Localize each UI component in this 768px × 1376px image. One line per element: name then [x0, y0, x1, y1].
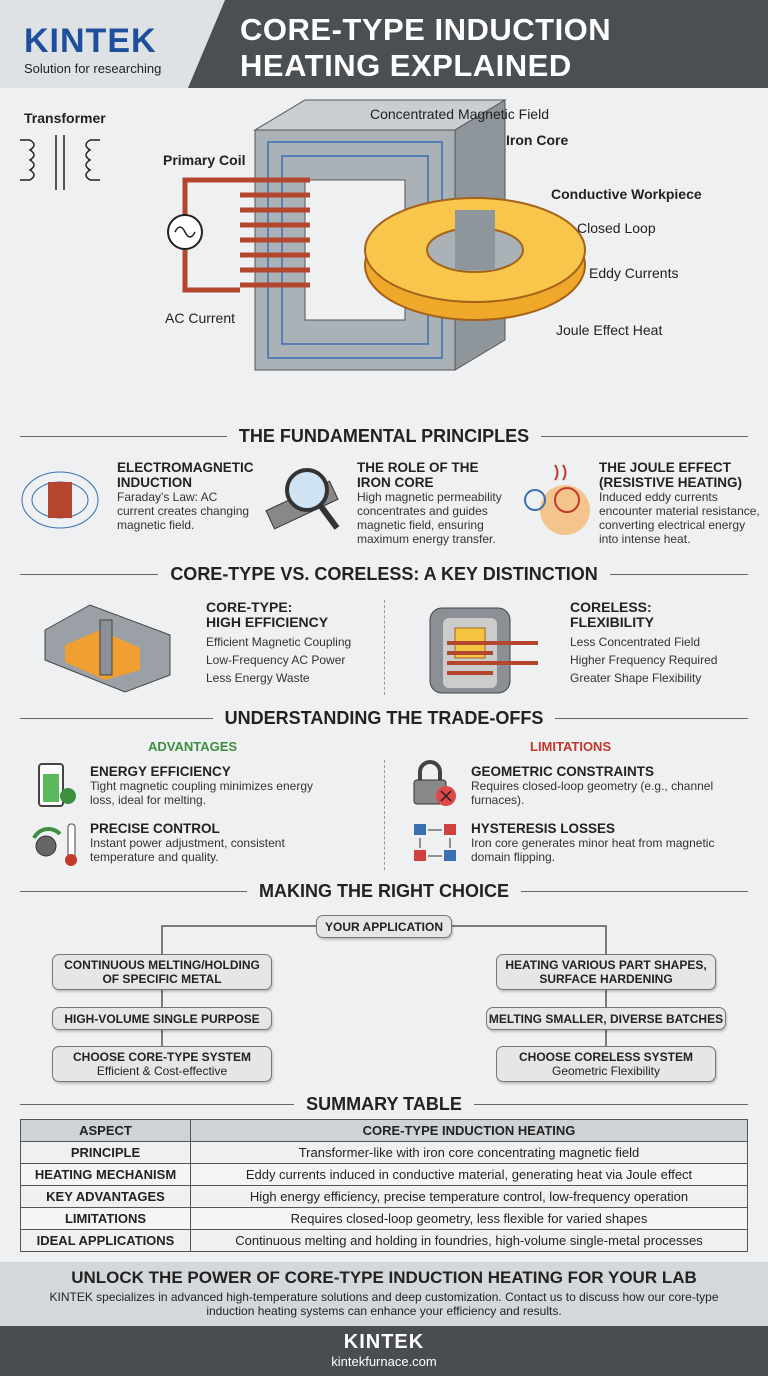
cta-band: UNLOCK THE POWER OF CORE-TYPE INDUCTION … — [0, 1262, 768, 1326]
footer-url[interactable]: kintekfurnace.com — [331, 1354, 437, 1369]
label-workpiece: Conductive Workpiece — [551, 186, 702, 202]
section-tradeoffs: UNDERSTANDING THE TRADE-OFFS — [0, 708, 768, 729]
coreless-furnace-icon — [429, 607, 538, 694]
flow-left-2: HIGH-VOLUME SINGLE PURPOSE — [52, 1007, 272, 1030]
flow-root: YOUR APPLICATION — [316, 915, 452, 938]
magnifier-icon — [265, 468, 340, 530]
core-type-furnace-icon — [44, 604, 171, 693]
magnetic-domain-icon — [414, 824, 456, 861]
core-type-card: CORE-TYPE:HIGH EFFICIENCY Efficient Magn… — [206, 599, 352, 686]
footer-logo: KINTEK — [343, 1331, 425, 1353]
lock-icon — [413, 760, 456, 806]
dial-thermometer-icon — [32, 823, 77, 866]
flowchart-connectors — [161, 925, 607, 1046]
primary-coil — [182, 177, 310, 293]
label-primary-coil: Primary Coil — [163, 152, 246, 168]
electromagnet-icon — [21, 471, 99, 529]
section-choice: MAKING THE RIGHT CHOICE — [0, 881, 768, 902]
divider — [384, 760, 385, 870]
label-closed-loop: Closed Loop — [577, 220, 656, 236]
advantages-label: ADVANTAGES — [148, 739, 238, 754]
tagline: Solution for researching — [24, 61, 162, 76]
workpiece-ring — [364, 197, 586, 321]
transformer-icon — [20, 135, 100, 190]
heat-swirl-icon — [524, 464, 590, 535]
coreless-card: CORELESS:FLEXIBILITY Less Concentrated F… — [570, 599, 718, 686]
section-comparison: CORE-TYPE VS. CORELESS: A KEY DISTINCTIO… — [0, 564, 768, 585]
label-joule-heat: Joule Effect Heat — [556, 322, 663, 338]
label-field: Concentrated Magnetic Field — [370, 106, 549, 122]
limitations-label: LIMITATIONS — [530, 739, 612, 754]
label-ac-current: AC Current — [165, 310, 236, 326]
kintek-logo: KINTEK — [24, 22, 157, 60]
battery-icon — [38, 763, 76, 807]
header-banner — [188, 0, 768, 88]
section-summary: SUMMARY TABLE — [0, 1094, 768, 1115]
flow-right-2: MELTING SMALLER, DIVERSE BATCHES — [486, 1007, 726, 1030]
footer: KINTEK kintekfurnace.com — [0, 1326, 768, 1376]
label-iron-core: Iron Core — [506, 132, 569, 148]
induction-diagram — [20, 99, 586, 371]
label-eddy-currents: Eddy Currents — [589, 265, 679, 281]
divider — [384, 600, 385, 695]
principle-3: THE JOULE EFFECT(RESISTIVE HEATING)Induc… — [599, 460, 760, 546]
label-transformer: Transformer — [24, 110, 106, 126]
section-principles: THE FUNDAMENTAL PRINCIPLES — [0, 426, 768, 447]
flow-right-1: HEATING VARIOUS PART SHAPES,SURFACE HARD… — [496, 954, 716, 990]
